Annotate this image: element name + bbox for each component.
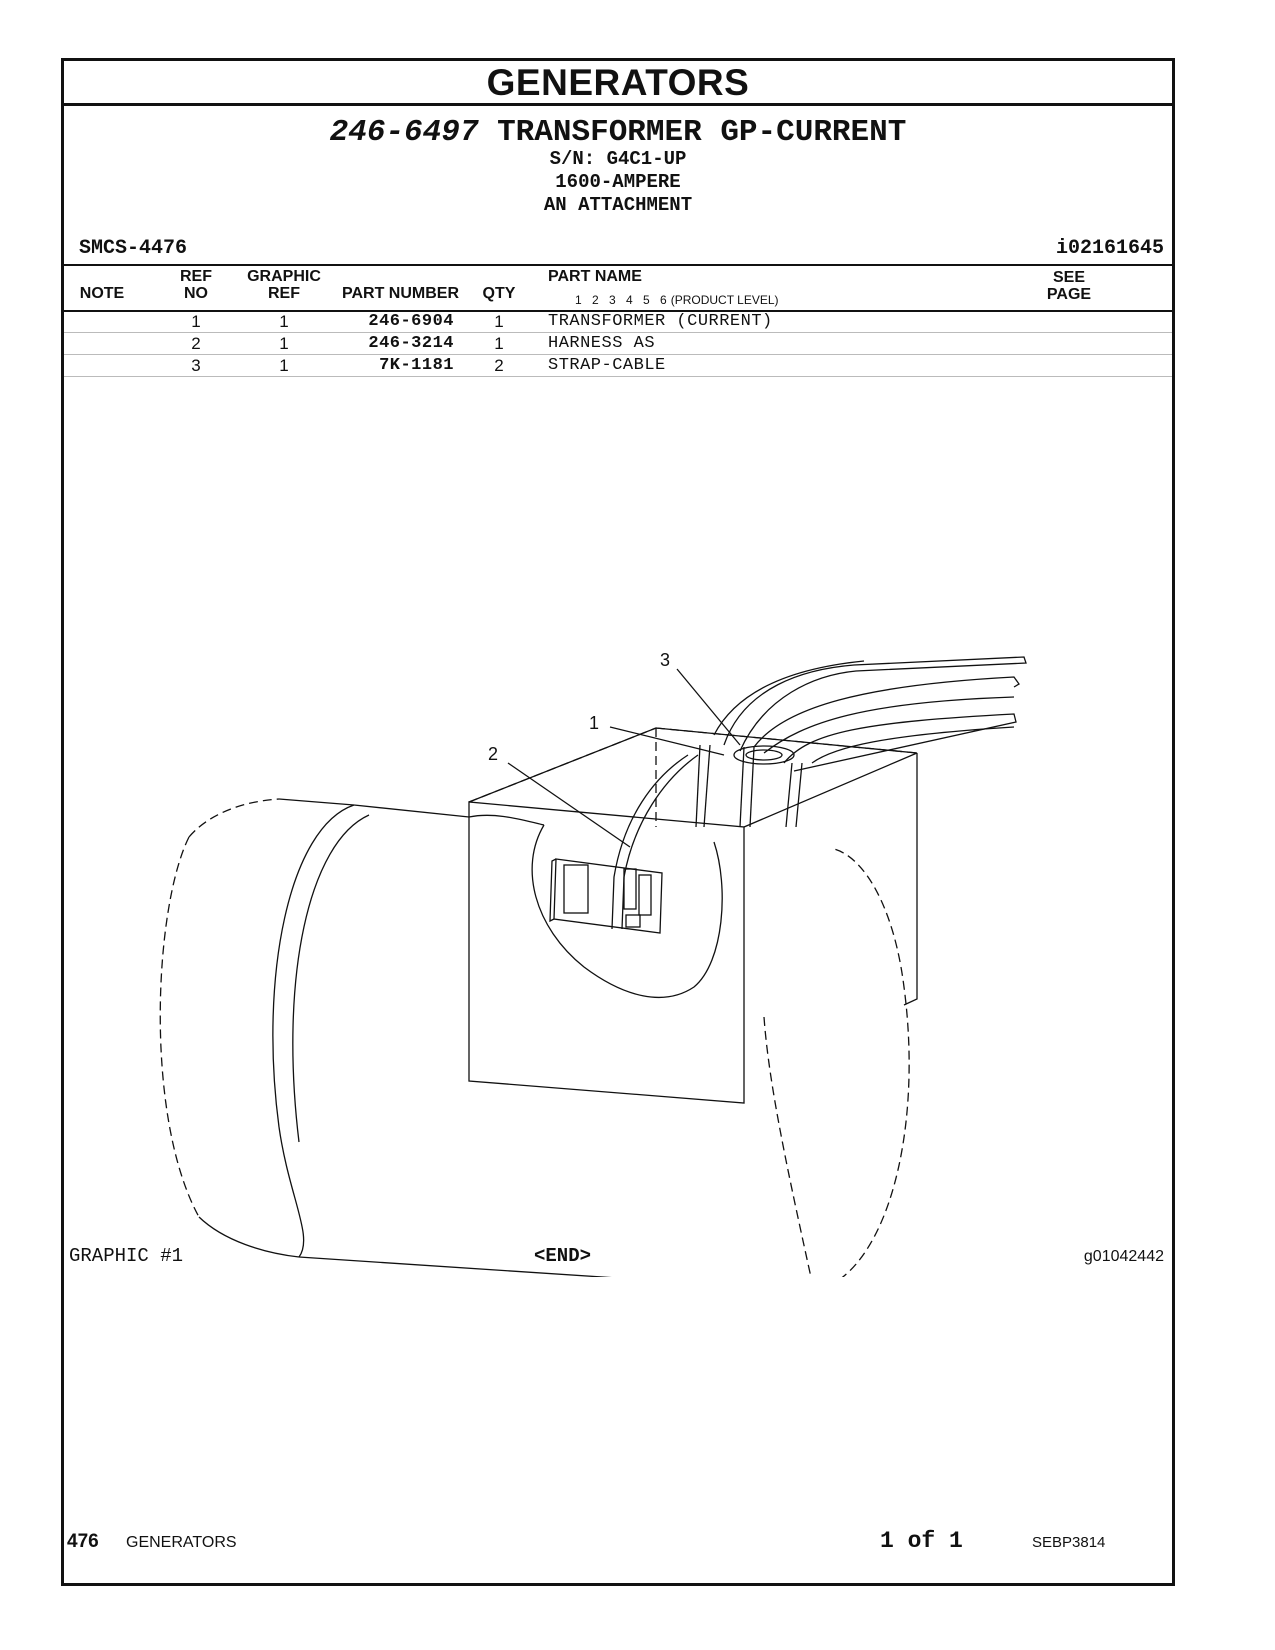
row-graphic-ref: 1 bbox=[279, 356, 289, 375]
table-row: 2 1 246-3214 1 HARNESS AS bbox=[64, 332, 1172, 355]
transformer-illustration: 2 1 3 bbox=[159, 650, 1027, 1277]
smcs-code: SMCS-4476 bbox=[79, 237, 188, 260]
callout-2: 2 bbox=[488, 744, 498, 764]
row-part-name: HARNESS AS bbox=[548, 334, 656, 353]
group-name: TRANSFORMER GP-CURRENT bbox=[497, 115, 907, 150]
row-part-number: 246-3214 bbox=[368, 334, 454, 353]
group-part-number: 246-6497 bbox=[329, 115, 479, 150]
header-product-levels: 1 2 3 4 5 6(PRODUCT LEVEL) bbox=[575, 293, 779, 307]
callout-1: 1 bbox=[589, 713, 599, 733]
illustration-id: i02161645 bbox=[1055, 237, 1164, 260]
footer-section: GENERATORS bbox=[126, 1534, 237, 1551]
row-ref-no: 2 bbox=[191, 334, 201, 353]
header-qty: QTY bbox=[482, 285, 516, 302]
row-ref-no: 1 bbox=[191, 312, 201, 331]
graphic-id: g01042442 bbox=[1083, 1248, 1164, 1265]
row-qty: 1 bbox=[494, 312, 504, 331]
graphic-label: GRAPHIC #1 bbox=[69, 1245, 184, 1267]
row-graphic-ref: 1 bbox=[279, 334, 289, 353]
row-qty: 2 bbox=[494, 356, 504, 375]
group-title: 246-6497 TRANSFORMER GP-CURRENT bbox=[64, 115, 1172, 151]
row-part-number: 246-6904 bbox=[368, 312, 454, 331]
row-qty: 1 bbox=[494, 334, 504, 353]
callout-3: 3 bbox=[660, 650, 670, 670]
footer-document-id: SEBP3814 bbox=[1032, 1534, 1106, 1551]
footer-page-count: 1 of 1 bbox=[880, 1528, 963, 1554]
row-part-name: TRANSFORMER (CURRENT) bbox=[548, 312, 773, 331]
row-graphic-ref: 1 bbox=[279, 312, 289, 331]
table-row: 3 1 7K-1181 2 STRAP-CABLE bbox=[64, 354, 1172, 377]
row-part-number: 7K-1181 bbox=[379, 356, 454, 375]
serial-range: S/N: G4C1-UP bbox=[549, 148, 687, 170]
footer-page-number: 476 bbox=[67, 1531, 99, 1552]
row-ref-no: 3 bbox=[191, 356, 201, 375]
rating: 1600-AMPERE bbox=[555, 171, 681, 193]
end-marker: <END> bbox=[534, 1245, 592, 1267]
header-part-number: PART NUMBER bbox=[341, 285, 459, 302]
row-part-name: STRAP-CABLE bbox=[548, 356, 666, 375]
header-part-name: PART NAME bbox=[548, 268, 642, 285]
table-row: 1 1 246-6904 1 TRANSFORMER (CURRENT) bbox=[64, 310, 1172, 333]
section-title: GENERATORS bbox=[64, 61, 1172, 106]
attachment: AN ATTACHMENT bbox=[543, 194, 693, 216]
parts-page-frame: GENERATORS 246-6497 TRANSFORMER GP-CURRE… bbox=[61, 58, 1175, 1586]
header-note: NOTE bbox=[79, 285, 125, 302]
